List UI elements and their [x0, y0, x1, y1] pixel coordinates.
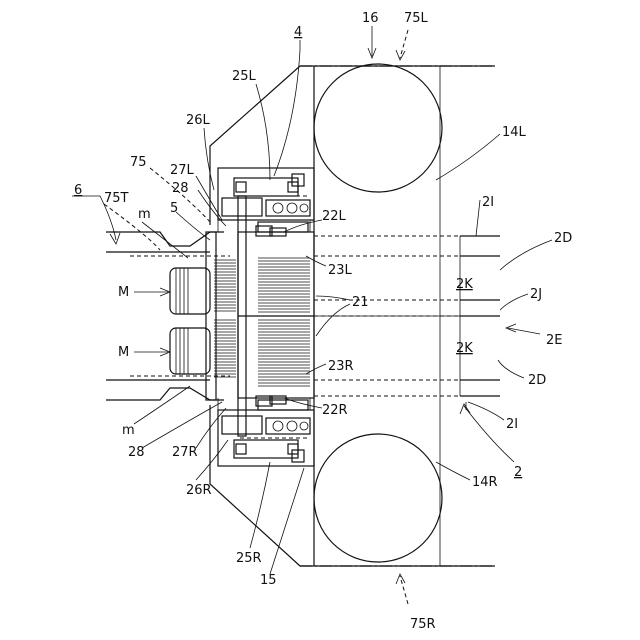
actuator-25r [218, 398, 314, 466]
label-14l: 14L [502, 125, 527, 140]
fin-pack-left-lower [214, 320, 236, 377]
label-22r: 22R [322, 403, 348, 418]
motor-m-upper [170, 268, 210, 314]
label-28-bottom: 28 [128, 445, 145, 460]
label-21: 21 [352, 295, 369, 310]
label-75: 75 [130, 155, 147, 170]
label-25l: 25L [232, 69, 257, 84]
label-75t: 75T [104, 191, 129, 206]
conveyor-6 [106, 232, 230, 400]
label-5: 5 [170, 201, 178, 216]
label-25r: 25R [236, 551, 262, 566]
label-22l: 22L [322, 209, 347, 224]
label-23l: 23L [328, 263, 353, 278]
label-2d-bottom: 2D [528, 373, 546, 388]
label-27r: 27R [172, 445, 198, 460]
label-14r: 14R [472, 475, 498, 490]
motor-m-lower [170, 328, 210, 374]
label-m-lower: M [118, 345, 129, 360]
leader-lines [72, 26, 552, 604]
label-2k-bottom: 2K [456, 341, 473, 356]
label-m-top: m [138, 207, 151, 222]
label-m-bottom: m [122, 423, 135, 438]
wheel-14r [314, 434, 442, 562]
label-2d-top: 2D [554, 231, 572, 246]
actuator-25l [218, 168, 314, 232]
label-26l: 26L [186, 113, 211, 128]
label-2e: 2E [546, 333, 563, 348]
fin-pack-left-upper [214, 260, 236, 311]
label-75l: 75L [404, 11, 429, 26]
inner-frame [238, 232, 314, 398]
label-15: 15 [260, 573, 277, 588]
wheel-14l [314, 64, 442, 192]
label-2i-top: 2I [482, 195, 494, 210]
label-16: 16 [362, 11, 379, 26]
label-4: 4 [294, 25, 302, 40]
label-2j: 2J [530, 287, 542, 302]
fin-pack-23r [258, 320, 310, 386]
label-2: 2 [514, 465, 522, 480]
label-27l: 27L [170, 163, 195, 178]
label-26r: 26R [186, 483, 212, 498]
label-2k-top: 2K [456, 277, 473, 292]
label-2i-bottom: 2I [506, 417, 518, 432]
label-75r: 75R [410, 617, 436, 632]
label-28-top: 28 [172, 181, 189, 196]
label-m-upper: M [118, 285, 129, 300]
label-6: 6 [74, 183, 82, 198]
label-23r: 23R [328, 359, 354, 374]
reference-labels: 16 75L 4 25L 14L 26L 75 27L 28 6 75T m 5… [74, 11, 572, 632]
fin-pack-23l [258, 258, 310, 312]
